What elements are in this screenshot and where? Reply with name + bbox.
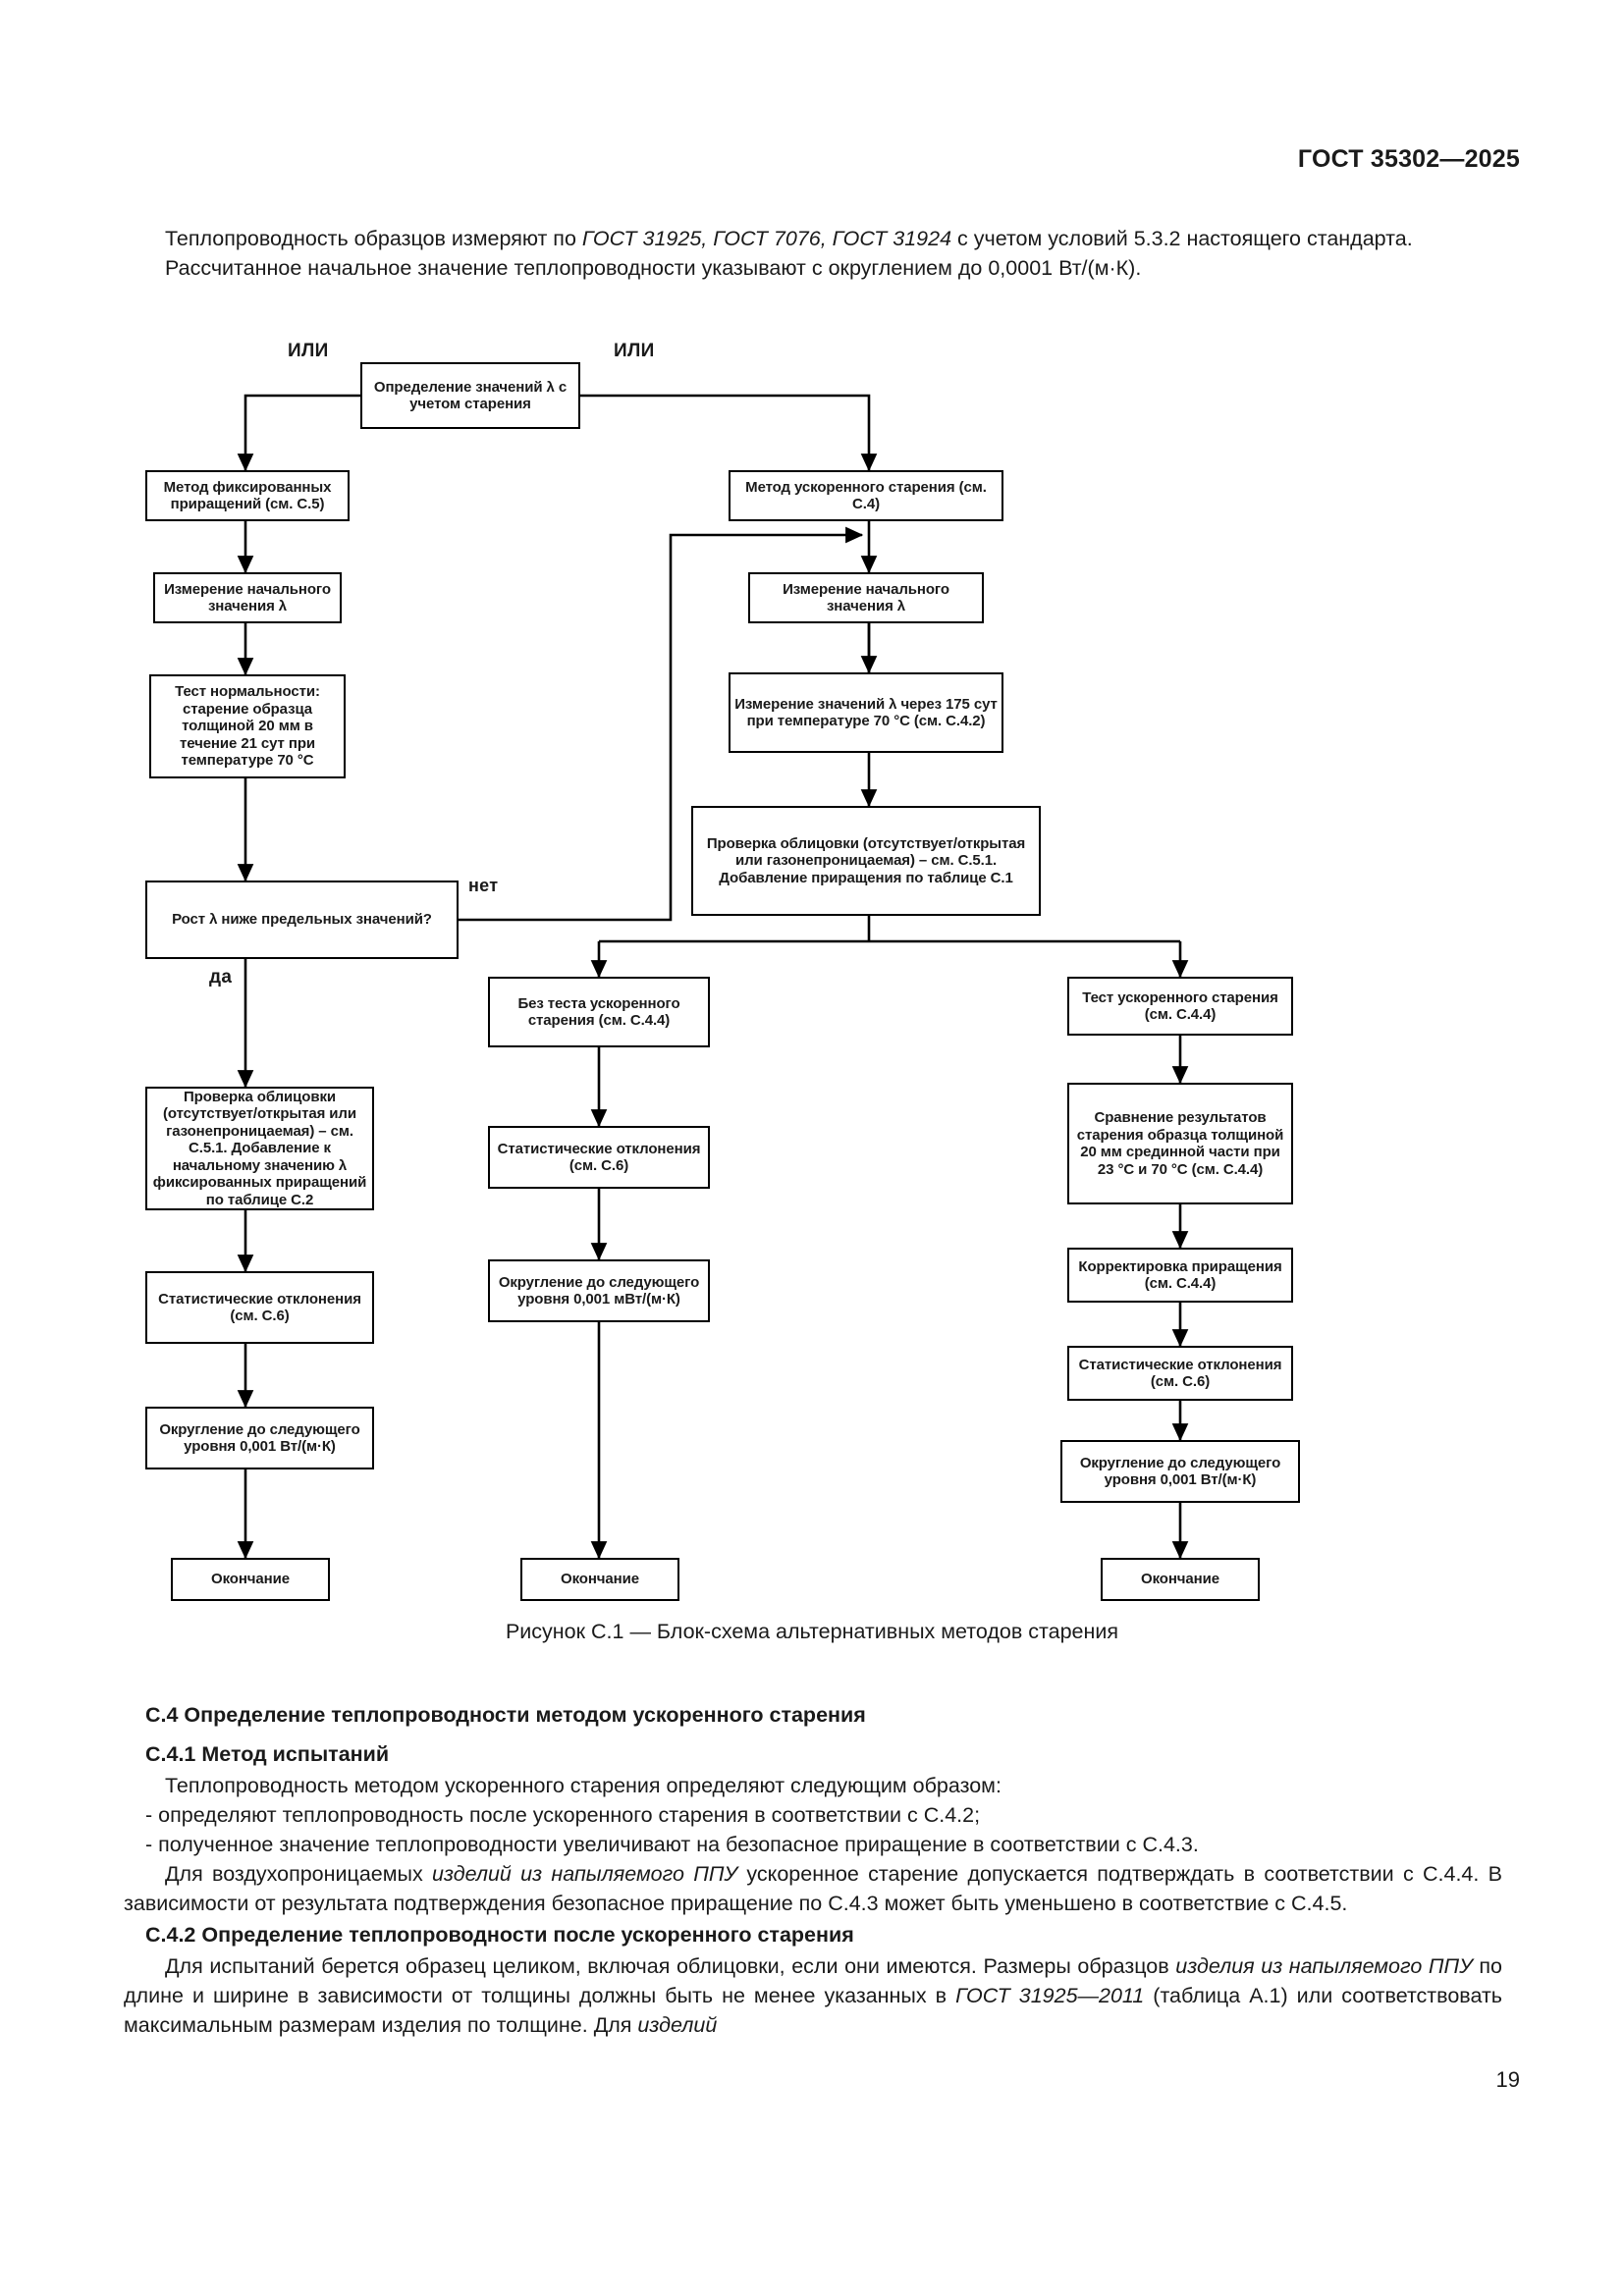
- c42-p1-mid2: (таблица А.1) или соответствовать максим…: [124, 1984, 1503, 2037]
- flow-node-right-correct[interactable]: Корректировка приращения (см. С.4.4): [1067, 1248, 1293, 1303]
- intro-p1-standards: ГОСТ 31925, ГОСТ 7076, ГОСТ 31924: [581, 227, 952, 250]
- intro-p1-lead: Теплопроводность образцов измеряют по: [165, 227, 582, 250]
- flow-node-right-round[interactable]: Округление до следующего уровня 0,001 Вт…: [1060, 1440, 1300, 1503]
- flow-node-start[interactable]: Определение значений λ с учетом старения: [360, 362, 580, 429]
- flowchart-figure: ИЛИ ИЛИ нет да Определение значений λ с …: [128, 341, 1443, 1601]
- c42-p1-italic-2: ГОСТ 31925—2011: [955, 1984, 1145, 2007]
- flow-node-mid-notest[interactable]: Без теста ускоренного старения (см. С.4.…: [488, 977, 710, 1047]
- label-or-right: ИЛИ: [614, 341, 655, 361]
- flow-node-right-method[interactable]: Метод ускоренного старения (см. С.4): [729, 470, 1003, 521]
- flow-node-right-measure175[interactable]: Измерение значений λ через 175 сут при т…: [729, 672, 1003, 753]
- label-or-left: ИЛИ: [288, 341, 329, 361]
- flow-node-mid-end[interactable]: Окончание: [520, 1558, 679, 1601]
- c41-p2-italic: изделий из напыляемого ППУ: [432, 1862, 738, 1886]
- c42-p1-italic-1: изделия из напыляемого ППУ: [1175, 1954, 1473, 1978]
- flow-node-mid-stats[interactable]: Статистические отклонения (см. С.6): [488, 1126, 710, 1189]
- c42-p1-lead: Для испытаний берется образец целиком, в…: [165, 1954, 1176, 1978]
- c42-p1-italic-3: изделий: [637, 2013, 718, 2037]
- flow-node-right-initial[interactable]: Измерение начального значения λ: [748, 572, 984, 623]
- page-header: ГОСТ 35302—2025: [0, 145, 1624, 174]
- flow-node-left-stats[interactable]: Статистические отклонения (см. С.6): [145, 1271, 374, 1344]
- c41-paragraph-2: Для воздухопроницаемых изделий из напыля…: [124, 1859, 1502, 1918]
- c41-bullet-2: - полученное значение теплопроводности у…: [145, 1833, 1199, 1856]
- intro-paragraph-1: Теплопроводность образцов измеряют по ГО…: [124, 224, 1502, 253]
- c41-p2-tail: ускоренное старение допускается подтверж…: [124, 1862, 1502, 1915]
- heading-c4: С.4 Определение теплопроводности методом…: [145, 1703, 866, 1727]
- flow-node-right-facing[interactable]: Проверка облицовки (отсутствует/открытая…: [691, 806, 1041, 916]
- c42-paragraph-1: Для испытаний берется образец целиком, в…: [124, 1951, 1502, 2040]
- c42-p1-mid: по длине и ширине в зависимости от толщи…: [124, 1954, 1502, 2007]
- standard-number: ГОСТ 35302—2025: [1297, 145, 1520, 173]
- heading-c42: С.4.2 Определение теплопроводности после…: [145, 1923, 854, 1947]
- page-number: 19: [1495, 2067, 1520, 2092]
- flow-node-mid-round[interactable]: Округление до следующего уровня 0,001 мВ…: [488, 1259, 710, 1322]
- intro-paragraph-2: Рассчитанное начальное значение теплопро…: [165, 256, 1142, 280]
- flow-node-left-normality[interactable]: Тест нормальности: старение образца толщ…: [149, 674, 346, 778]
- intro-text-block: Теплопроводность образцов измеряют по ГО…: [124, 224, 1502, 283]
- figure-caption: Рисунок С.1 — Блок-схема альтернативных …: [505, 1620, 1119, 1643]
- flow-node-left-method[interactable]: Метод фиксированных приращений (см. С.5): [145, 470, 350, 521]
- heading-c41: С.4.1 Метод испытаний: [145, 1742, 390, 1766]
- flow-node-right-compare[interactable]: Сравнение результатов старения образца т…: [1067, 1083, 1293, 1204]
- label-yes: да: [209, 967, 233, 988]
- label-no: нет: [468, 876, 499, 895]
- flow-node-right-end[interactable]: Окончание: [1101, 1558, 1260, 1601]
- c41-bullet-1: - определяют теплопроводность после уско…: [145, 1803, 981, 1827]
- flow-node-left-decision[interactable]: Рост λ ниже предельных значений?: [145, 881, 459, 959]
- section-c4-block: С.4 Определение теплопроводности методом…: [124, 1698, 1502, 2040]
- intro-p1-tail: с учетом условий 5.3.2 настоящего станда…: [951, 227, 1413, 250]
- flow-node-right-test[interactable]: Тест ускоренного старения (см. С.4.4): [1067, 977, 1293, 1036]
- c41-paragraph-1: Теплопроводность методом ускоренного ста…: [165, 1774, 1001, 1797]
- flow-node-left-end[interactable]: Окончание: [171, 1558, 330, 1601]
- c41-p2-lead: Для воздухопроницаемых: [165, 1862, 433, 1886]
- flowchart-connectors: [237, 394, 1189, 1560]
- flow-node-left-round[interactable]: Округление до следующего уровня 0,001 Вт…: [145, 1407, 374, 1469]
- flow-node-left-facing[interactable]: Проверка облицовки (отсутствует/открытая…: [145, 1087, 374, 1210]
- flow-node-left-initial[interactable]: Измерение начального значения λ: [153, 572, 342, 623]
- flow-node-right-stats[interactable]: Статистические отклонения (см. С.6): [1067, 1346, 1293, 1401]
